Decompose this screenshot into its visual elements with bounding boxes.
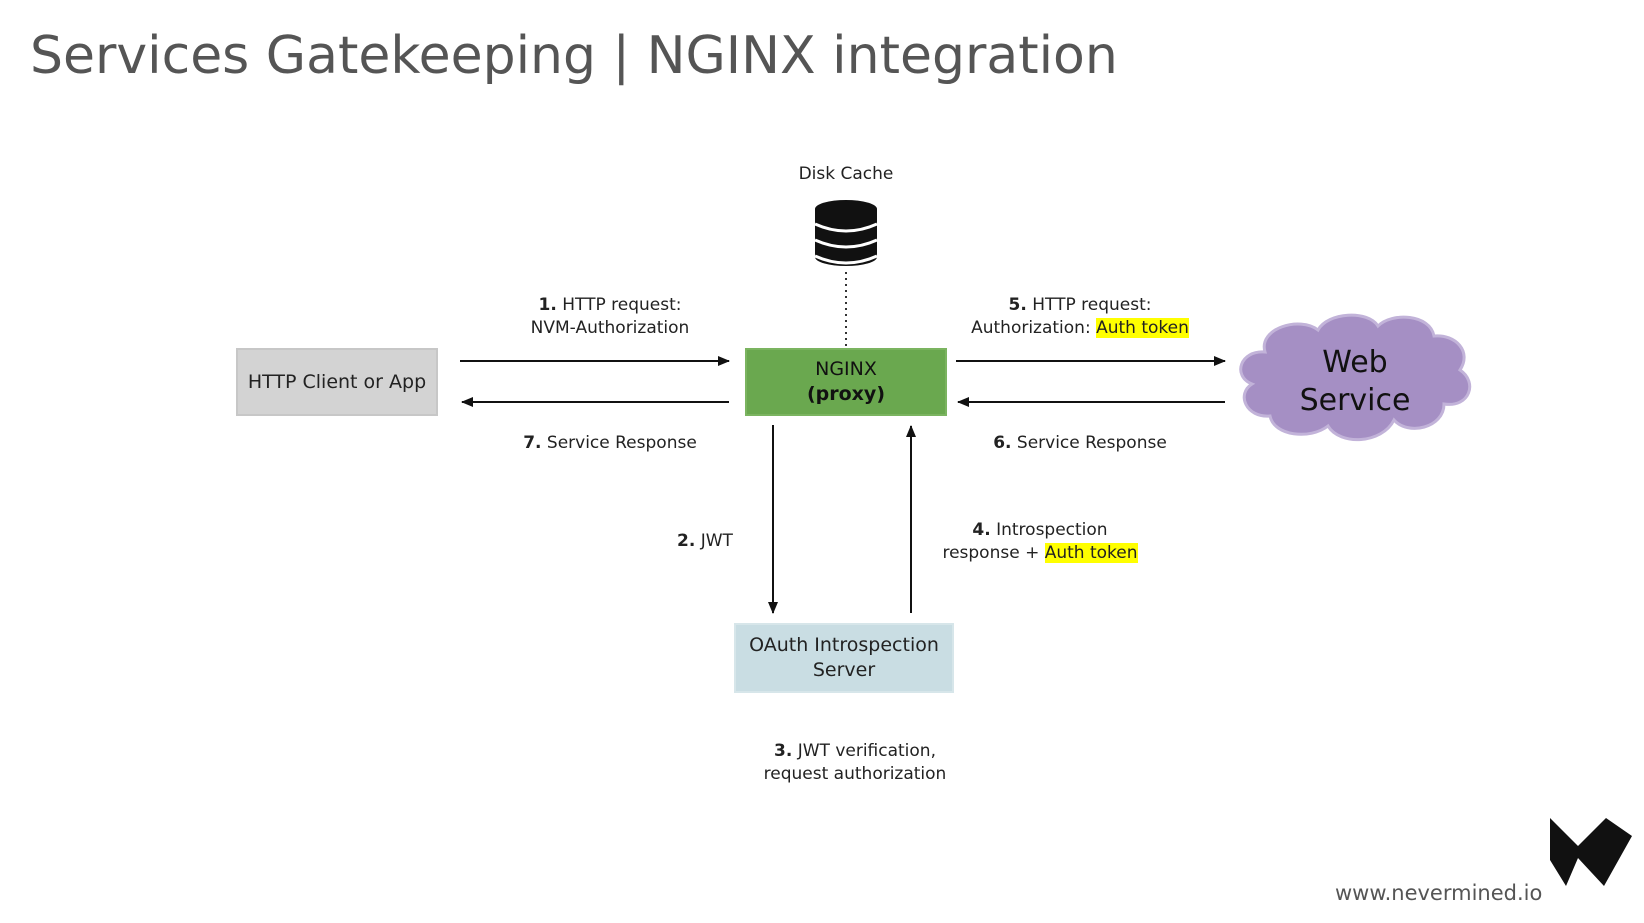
step-3-text: JWT verification, xyxy=(797,741,936,761)
step-5-number: 5. xyxy=(1008,295,1027,315)
step-4-auth-token: Auth token xyxy=(1044,543,1138,563)
step-6-number: 6. xyxy=(993,433,1012,453)
step-3-label: 3. JWT verification, request authorizati… xyxy=(745,740,965,786)
nginx-proxy-box: NGINX (proxy) xyxy=(745,348,947,416)
step-1-number: 1. xyxy=(538,295,557,315)
disk-cache-text: Disk Cache xyxy=(798,164,894,184)
database-icon xyxy=(814,200,878,266)
step-5-line2: Authorization: xyxy=(971,318,1091,338)
step-2-text: JWT xyxy=(700,531,733,551)
step-4-label: 4. Introspection response + Auth token xyxy=(935,519,1145,565)
step-6-text: Service Response xyxy=(1016,433,1167,453)
step-4-text: Introspection xyxy=(996,520,1108,540)
step-1-label: 1. HTTP request: NVM-Authorization xyxy=(500,294,720,340)
step-3-number: 3. xyxy=(774,741,793,761)
step-3-line2: request authorization xyxy=(763,764,947,784)
web-label-line1: Web xyxy=(1322,345,1388,380)
web-service-cloud xyxy=(1239,313,1472,441)
footer-url[interactable]: www.nevermined.io xyxy=(1335,881,1543,905)
web-service-label: Web Service xyxy=(1270,344,1440,420)
step-7-label: 7. Service Response xyxy=(500,432,720,455)
oauth-server-box: OAuth Introspection Server xyxy=(734,623,954,693)
step-5-label: 5. HTTP request: Authorization: Auth tok… xyxy=(960,294,1200,340)
nevermined-logo xyxy=(1550,818,1632,886)
step-1-text: HTTP request: xyxy=(562,295,682,315)
step-5-text: HTTP request: xyxy=(1032,295,1152,315)
nginx-label: NGINX xyxy=(815,358,877,380)
web-label-line2: Service xyxy=(1299,383,1411,418)
step-5-auth-token: Auth token xyxy=(1096,318,1189,338)
nginx-proxy-label: (proxy) xyxy=(806,383,886,405)
step-7-text: Service Response xyxy=(546,433,697,453)
http-client-label: HTTP Client or App xyxy=(247,370,427,393)
step-2-label: 2. JWT xyxy=(665,530,745,553)
step-2-number: 2. xyxy=(677,531,696,551)
step-6-label: 6. Service Response xyxy=(960,432,1200,455)
oauth-label-line2: Server xyxy=(812,659,876,681)
step-4-number: 4. xyxy=(972,520,991,540)
page-title: Services Gatekeeping | NGINX integration xyxy=(30,26,1118,86)
step-1-line2: NVM-Authorization xyxy=(530,318,690,338)
oauth-label-line1: OAuth Introspection xyxy=(749,634,939,656)
step-7-number: 7. xyxy=(523,433,542,453)
disk-cache-label: Disk Cache xyxy=(796,163,896,186)
http-client-box: HTTP Client or App xyxy=(236,348,438,416)
step-4-line2: response + xyxy=(942,543,1040,563)
